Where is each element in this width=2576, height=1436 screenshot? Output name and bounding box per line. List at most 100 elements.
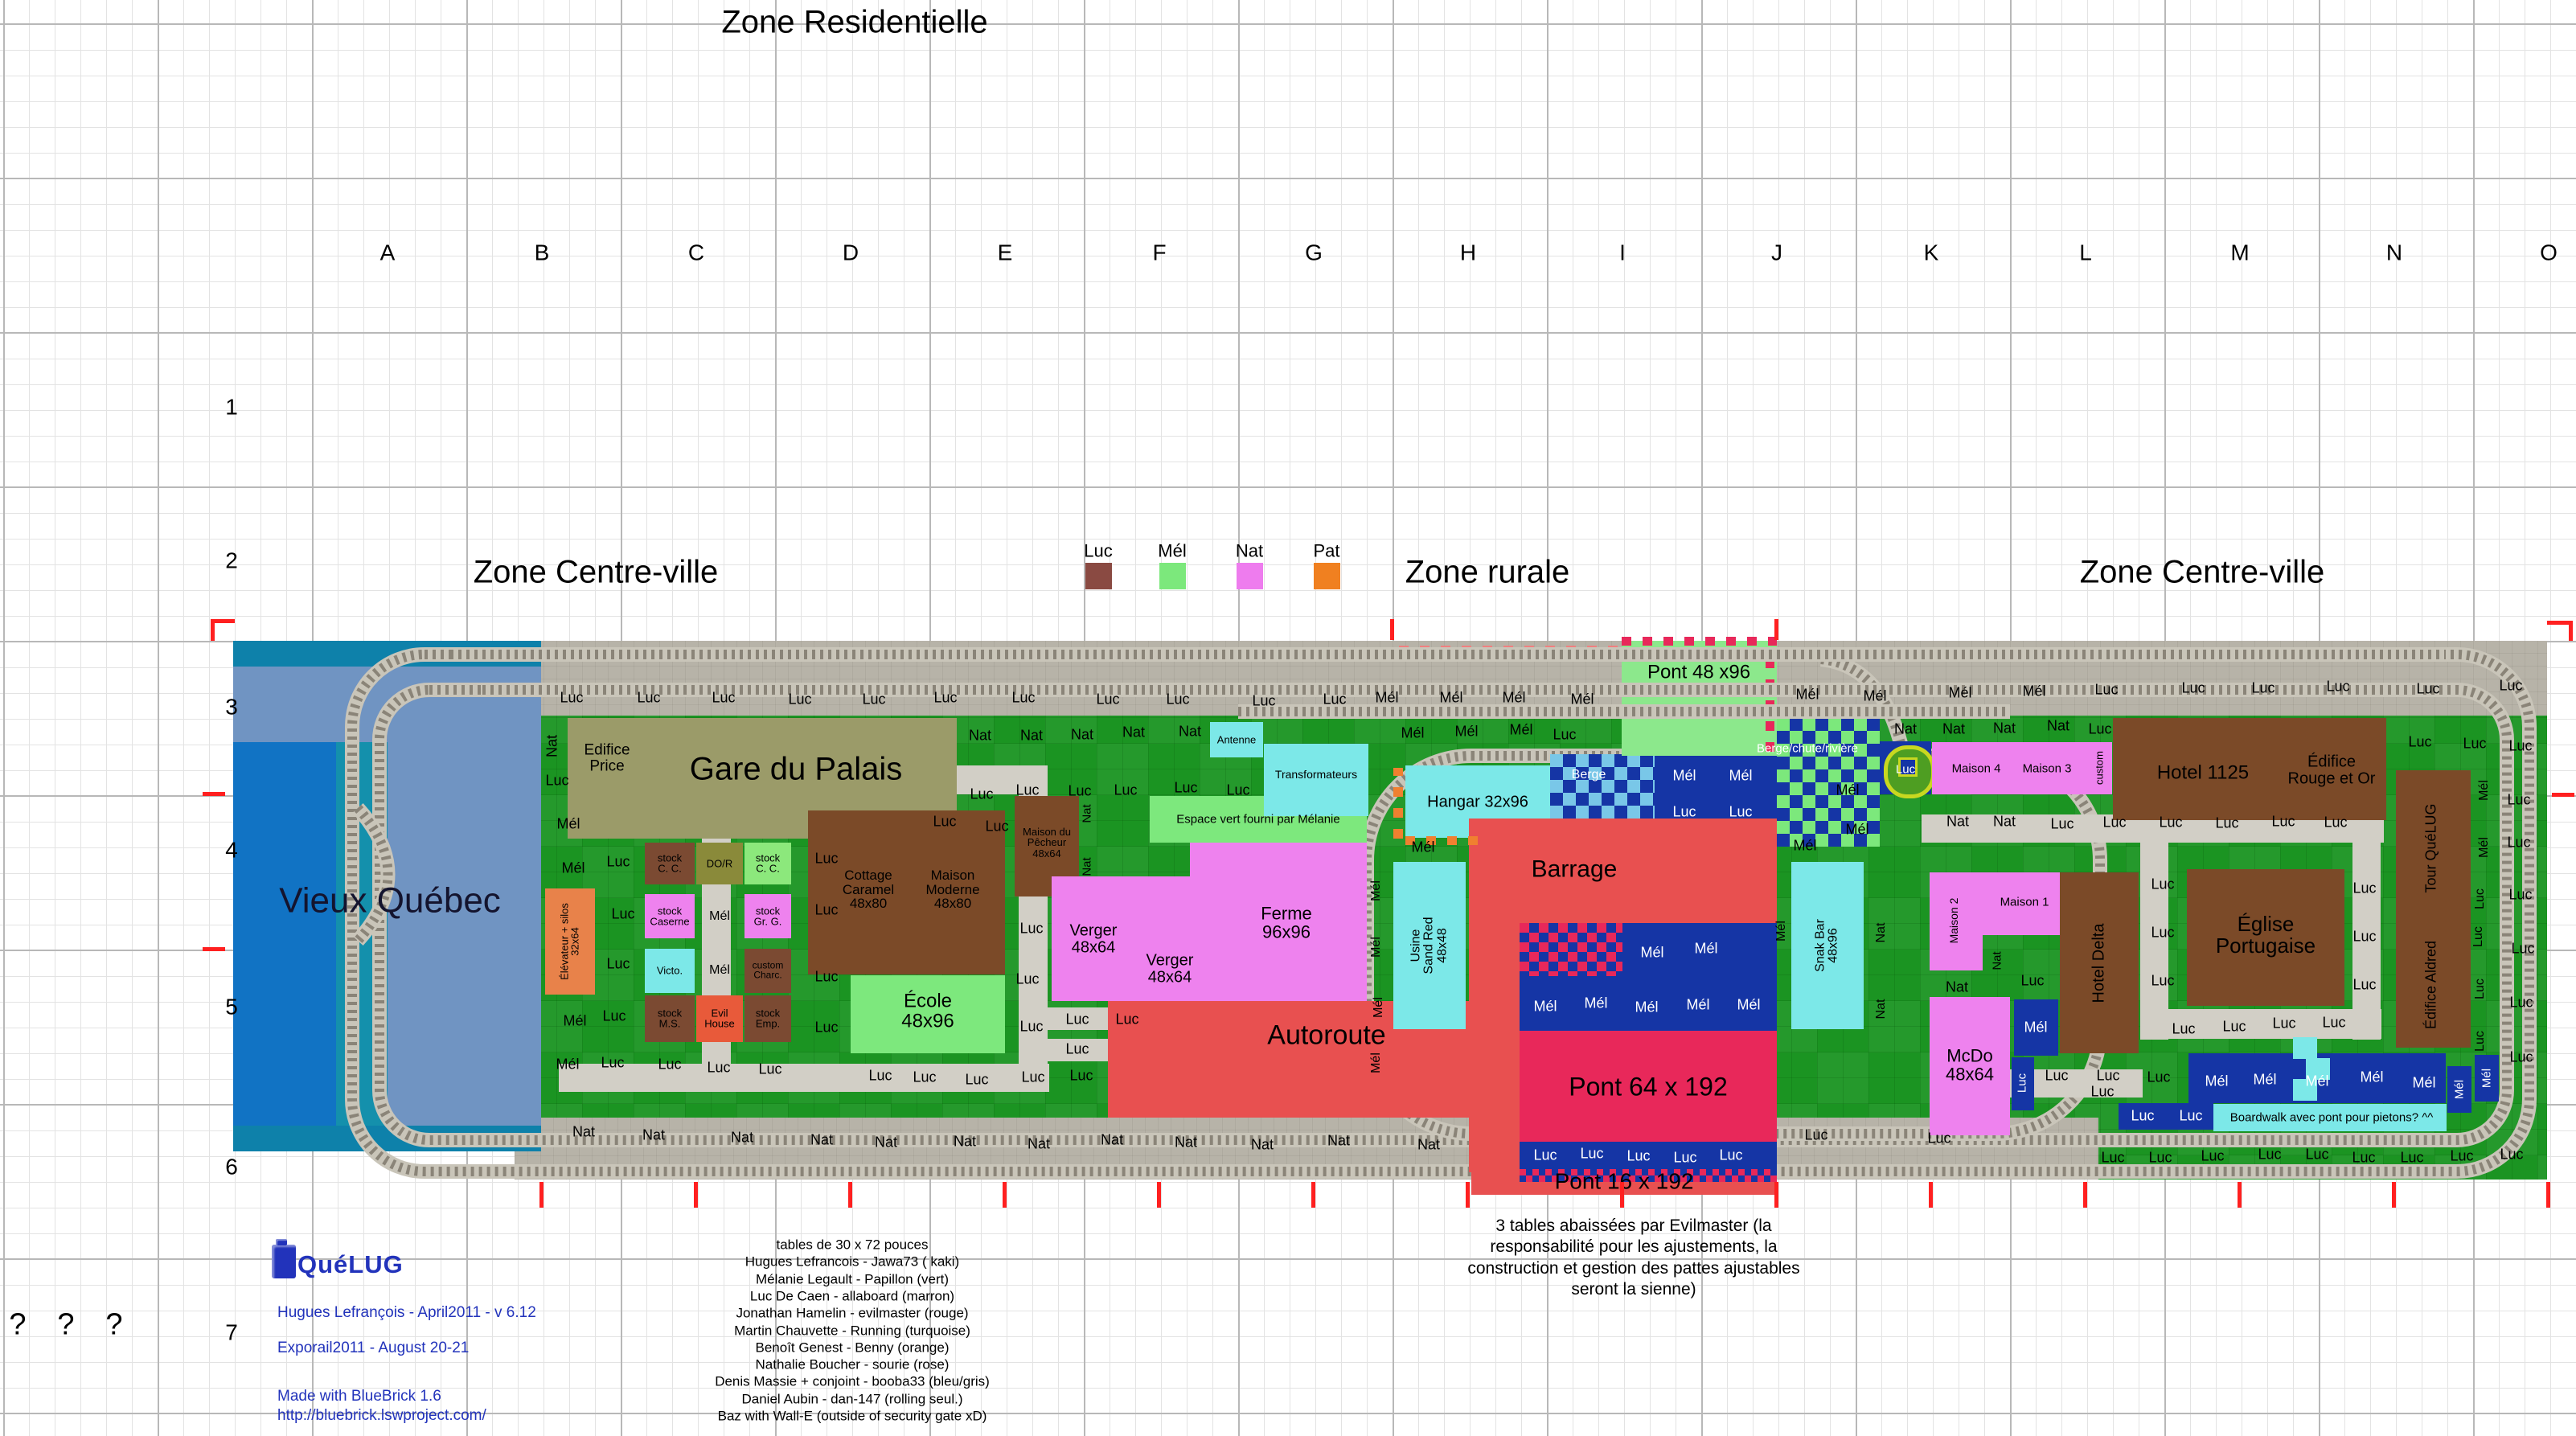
map-label: Luc <box>862 691 886 708</box>
column-letter-J: J <box>1771 240 1782 265</box>
map-label: Luc <box>658 1056 682 1073</box>
map-label: Nat <box>572 1123 596 1140</box>
map-label: Luc <box>1252 692 1276 709</box>
map-label: Mél <box>1368 1052 1383 1073</box>
registration-mark <box>1620 1182 1624 1208</box>
map-label: Mél <box>1686 996 1710 1013</box>
map-label: Nat <box>2046 717 2070 734</box>
map-label: Pont 48 x96 <box>1647 661 1751 683</box>
quelug-logo <box>272 1239 296 1278</box>
map-label: Luc <box>2159 814 2183 831</box>
map-label: Mél <box>1401 724 1425 741</box>
row-number-1: 1 <box>225 394 238 420</box>
map-label: Nat <box>810 1131 834 1148</box>
quelug-logo-text: QuéLUG <box>297 1250 404 1278</box>
row-number-3: 3 <box>225 694 238 720</box>
participant-line: Baz with Wall-E (outside of security gat… <box>717 1408 987 1424</box>
map-label: Nat <box>1019 727 1044 744</box>
map-label: Ferme 96x96 <box>1261 903 1312 942</box>
map-label: Maison du Pêcheur 48x64 <box>1023 825 1071 860</box>
map-label: Luc <box>1729 803 1753 820</box>
map-label: Mél <box>1672 767 1696 784</box>
map-label: Luc <box>2507 791 2531 808</box>
map-label: stock C. C. <box>657 851 683 875</box>
map-label: Berge <box>1571 767 1606 782</box>
map-label: Luc <box>913 1069 937 1085</box>
map-label: Luc <box>2045 1067 2069 1084</box>
column-letter-O: O <box>2540 240 2558 265</box>
map-label: Mél <box>2360 1069 2384 1085</box>
participants-title: tables de 30 x 72 pouces <box>776 1237 929 1253</box>
registration-mark <box>211 619 235 623</box>
map-label: Luc <box>2416 680 2440 697</box>
map-label: Nat <box>544 734 560 758</box>
registration-mark <box>2546 1182 2550 1208</box>
map-label: Usine Sand Red 48x48 <box>1409 917 1450 974</box>
map-label: Luc <box>2251 679 2275 696</box>
map-label: Luc <box>2352 880 2377 896</box>
map-label: Luc <box>868 1067 892 1084</box>
credit-line-software: Made with BlueBrick 1.6 <box>277 1388 441 1405</box>
registration-mark <box>2083 1182 2087 1208</box>
map-label: Luc <box>712 689 736 706</box>
participant-line: Luc De Caen - allaboard (marron) <box>749 1288 955 1304</box>
map-label: Mél <box>1845 821 1869 838</box>
map-label: Mél <box>2022 683 2046 700</box>
participant-line: Mélanie Legault - Papillon (vert) <box>755 1270 950 1286</box>
registration-mark <box>539 1182 544 1208</box>
water-channel <box>336 742 388 1151</box>
column-letter-I: I <box>1619 240 1626 265</box>
registration-mark <box>211 619 215 641</box>
map-label: Luc <box>1115 1011 1139 1028</box>
map-label: Luc <box>758 1061 782 1077</box>
map-label: Luc <box>611 905 635 922</box>
row-number-5: 5 <box>225 994 238 1020</box>
map-label: Luc <box>1626 1147 1651 1164</box>
question-mark: ? <box>57 1307 75 1342</box>
question-mark: ? <box>9 1307 27 1342</box>
map-label: Nat <box>1080 857 1094 876</box>
map-label: Luc <box>2305 1146 2329 1163</box>
map-label: Verger 48x64 <box>1069 921 1118 956</box>
map-label: Luc <box>2507 834 2531 851</box>
map-label: Mél <box>1502 689 1526 706</box>
map-label: Transformateurs <box>1274 767 1358 781</box>
map-label: Luc <box>2181 679 2205 696</box>
map-label: Nat <box>730 1129 754 1146</box>
map-label: Mél <box>1368 937 1383 958</box>
crimson-dash-col <box>1766 651 1774 752</box>
column-letter-H: H <box>1459 240 1477 265</box>
map-label: Luc <box>933 813 957 830</box>
map-label: Luc <box>1895 762 1916 777</box>
map-label: Luc <box>2352 1149 2376 1166</box>
map-label: Mél <box>556 1056 580 1073</box>
map-label: Luc <box>2322 1014 2346 1031</box>
map-label: Mél <box>556 815 580 832</box>
registration-mark <box>203 947 225 951</box>
map-label: Luc <box>2222 1018 2246 1035</box>
map-label: Luc <box>985 818 1009 835</box>
map-label: Luc <box>1719 1147 1743 1163</box>
map-label: Luc <box>2015 1073 2029 1093</box>
map-label: Luc <box>1065 1011 1089 1028</box>
map-label: Luc <box>2020 972 2045 989</box>
credit-line-url[interactable]: http://bluebrick.lswproject.com/ <box>277 1407 486 1424</box>
map-label: Nat <box>1990 951 2004 970</box>
map-label: Nat <box>1027 1135 1051 1152</box>
map-label: Luc <box>2131 1107 2155 1124</box>
map-label: Nat <box>1080 804 1094 823</box>
map-label: Luc <box>2352 976 2377 993</box>
map-label: Luc <box>2102 814 2127 831</box>
road <box>2352 814 2381 1040</box>
column-letter-A: A <box>379 240 396 265</box>
registration-mark <box>2392 1182 2396 1208</box>
map-label: Mél <box>561 860 585 876</box>
map-label: Luc <box>2463 735 2487 752</box>
map-label: Luc <box>1174 779 1198 796</box>
map-label: Nat <box>1873 922 1888 943</box>
map-label: Maison 1 <box>2000 895 2049 909</box>
map-label: Boardwalk avec pont pour pietons? ^^ <box>2229 1110 2434 1125</box>
row-number-2: 2 <box>225 548 238 573</box>
map-label: Église Portugaise <box>2215 912 2316 958</box>
map-label: Luc <box>2271 813 2295 830</box>
